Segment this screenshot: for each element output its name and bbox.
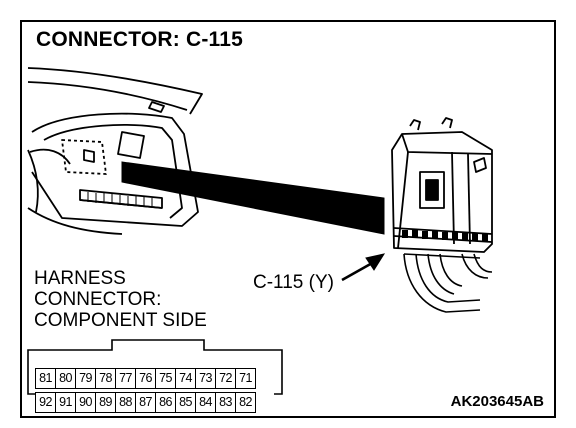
pin-cell: 74 (175, 368, 196, 389)
harness-label-line-2: CONNECTOR: (34, 289, 162, 310)
ecu-slots (402, 230, 488, 242)
pin-cell: 81 (35, 368, 56, 389)
pin-cell: 75 (155, 368, 176, 389)
zoom-wedge (121, 161, 385, 235)
harness-label-line-3: COMPONENT SIDE (34, 310, 207, 331)
figure-code: AK203645AB (450, 393, 544, 410)
callout-arrow (341, 260, 375, 282)
pin-cell: 92 (35, 392, 56, 413)
diagram-title: CONNECTOR: C-115 (36, 28, 244, 51)
pin-cell: 79 (75, 368, 96, 389)
ecu-unit (391, 117, 493, 253)
pin-cell: 83 (215, 392, 236, 413)
dash-connector-pins (87, 192, 153, 208)
pin-cell: 84 (195, 392, 216, 413)
pin-cell: 90 (75, 392, 96, 413)
callout-arrowhead (365, 253, 386, 271)
pin-row-top: 81 80 79 78 77 76 75 74 73 72 71 (35, 368, 256, 389)
wire-harness (403, 253, 493, 313)
pin-cell: 76 (135, 368, 156, 389)
connector-callout-label: C-115 (Y) (253, 272, 334, 293)
harness-connector-housing (27, 339, 283, 395)
pin-cell: 89 (95, 392, 116, 413)
pin-cell: 87 (135, 392, 156, 413)
pin-cell: 88 (115, 392, 136, 413)
pin-cell: 78 (95, 368, 116, 389)
pin-row-bottom: 92 91 90 89 88 87 86 85 84 83 82 (35, 392, 256, 413)
location-illustration (27, 67, 493, 395)
pin-cell: 73 (195, 368, 216, 389)
diagram-frame: CONNECTOR: C-115 (20, 20, 556, 418)
pin-cell: 77 (115, 368, 136, 389)
pin-cell: 80 (55, 368, 76, 389)
harness-label-line-1: HARNESS (34, 268, 126, 289)
pin-cell: 71 (235, 368, 256, 389)
pin-cell: 72 (215, 368, 236, 389)
pin-cell: 82 (235, 392, 256, 413)
pin-cell: 85 (175, 392, 196, 413)
pin-cell: 91 (55, 392, 76, 413)
dashboard-drawing (27, 67, 203, 235)
pin-cell: 86 (155, 392, 176, 413)
